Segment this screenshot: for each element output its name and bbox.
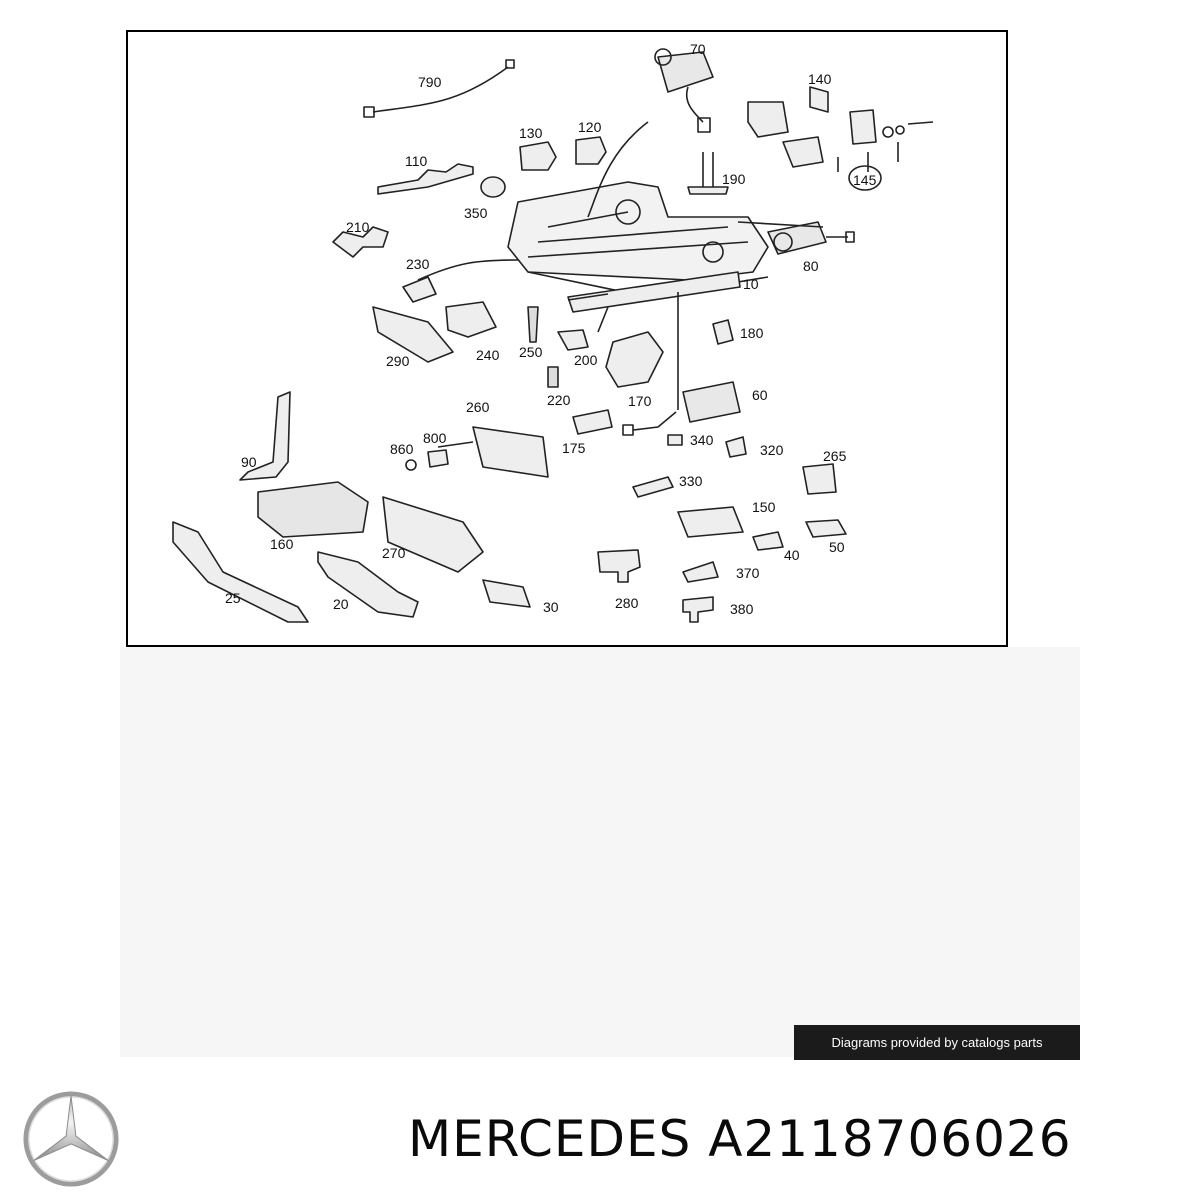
footer	[0, 1070, 1200, 1200]
part-label: 130	[519, 125, 543, 141]
part-label: 90	[241, 454, 257, 470]
part-label: 790	[418, 74, 442, 90]
part-label: 250	[519, 344, 543, 360]
part-label: 50	[829, 539, 845, 555]
part-label: 40	[784, 547, 800, 563]
part-label: 140	[808, 71, 832, 87]
part-label: 230	[406, 256, 430, 272]
part-label: 290	[386, 353, 410, 369]
part-label: 240	[476, 347, 500, 363]
part-label: 260	[466, 399, 490, 415]
part-label: 25	[225, 590, 241, 606]
part-label: 800	[423, 430, 447, 446]
product-title: MERCEDES A2118706026	[408, 1110, 1072, 1168]
part-label: 70	[690, 41, 706, 57]
part-label: 180	[740, 325, 764, 341]
part-label: 280	[615, 595, 639, 611]
part-label: 380	[730, 601, 754, 617]
part-label: 175	[562, 440, 586, 456]
part-label: 370	[736, 565, 760, 581]
part-label: 340	[690, 432, 714, 448]
credit-banner: Diagrams provided by catalogs parts	[794, 1025, 1080, 1060]
part-label: 190	[722, 171, 746, 187]
part-label: 860	[390, 441, 414, 457]
part-label: 150	[752, 499, 776, 515]
lower-gray-area	[120, 647, 1080, 1057]
part-label: 200	[574, 352, 598, 368]
part-label: 160	[270, 536, 294, 552]
part-label: 30	[543, 599, 559, 615]
part-label: 60	[752, 387, 768, 403]
part-label: 270	[382, 545, 406, 561]
part-label: 120	[578, 119, 602, 135]
part-label: 330	[679, 473, 703, 489]
part-label: 170	[628, 393, 652, 409]
part-label: 210	[346, 219, 370, 235]
part-label: 265	[823, 448, 847, 464]
part-label: 320	[760, 442, 784, 458]
parts-diagram: 790 70 140 130 120 110 350 190 145 210 2…	[126, 30, 1008, 647]
part-label: 10	[743, 276, 759, 292]
part-label: 20	[333, 596, 349, 612]
part-label: 110	[405, 153, 428, 169]
part-label: 80	[803, 258, 819, 274]
part-label: 350	[464, 205, 488, 221]
part-label: 145	[853, 172, 877, 188]
mercedes-star-logo-icon	[22, 1090, 120, 1193]
part-label: 220	[547, 392, 571, 408]
diagram-drawing	[172, 48, 934, 623]
